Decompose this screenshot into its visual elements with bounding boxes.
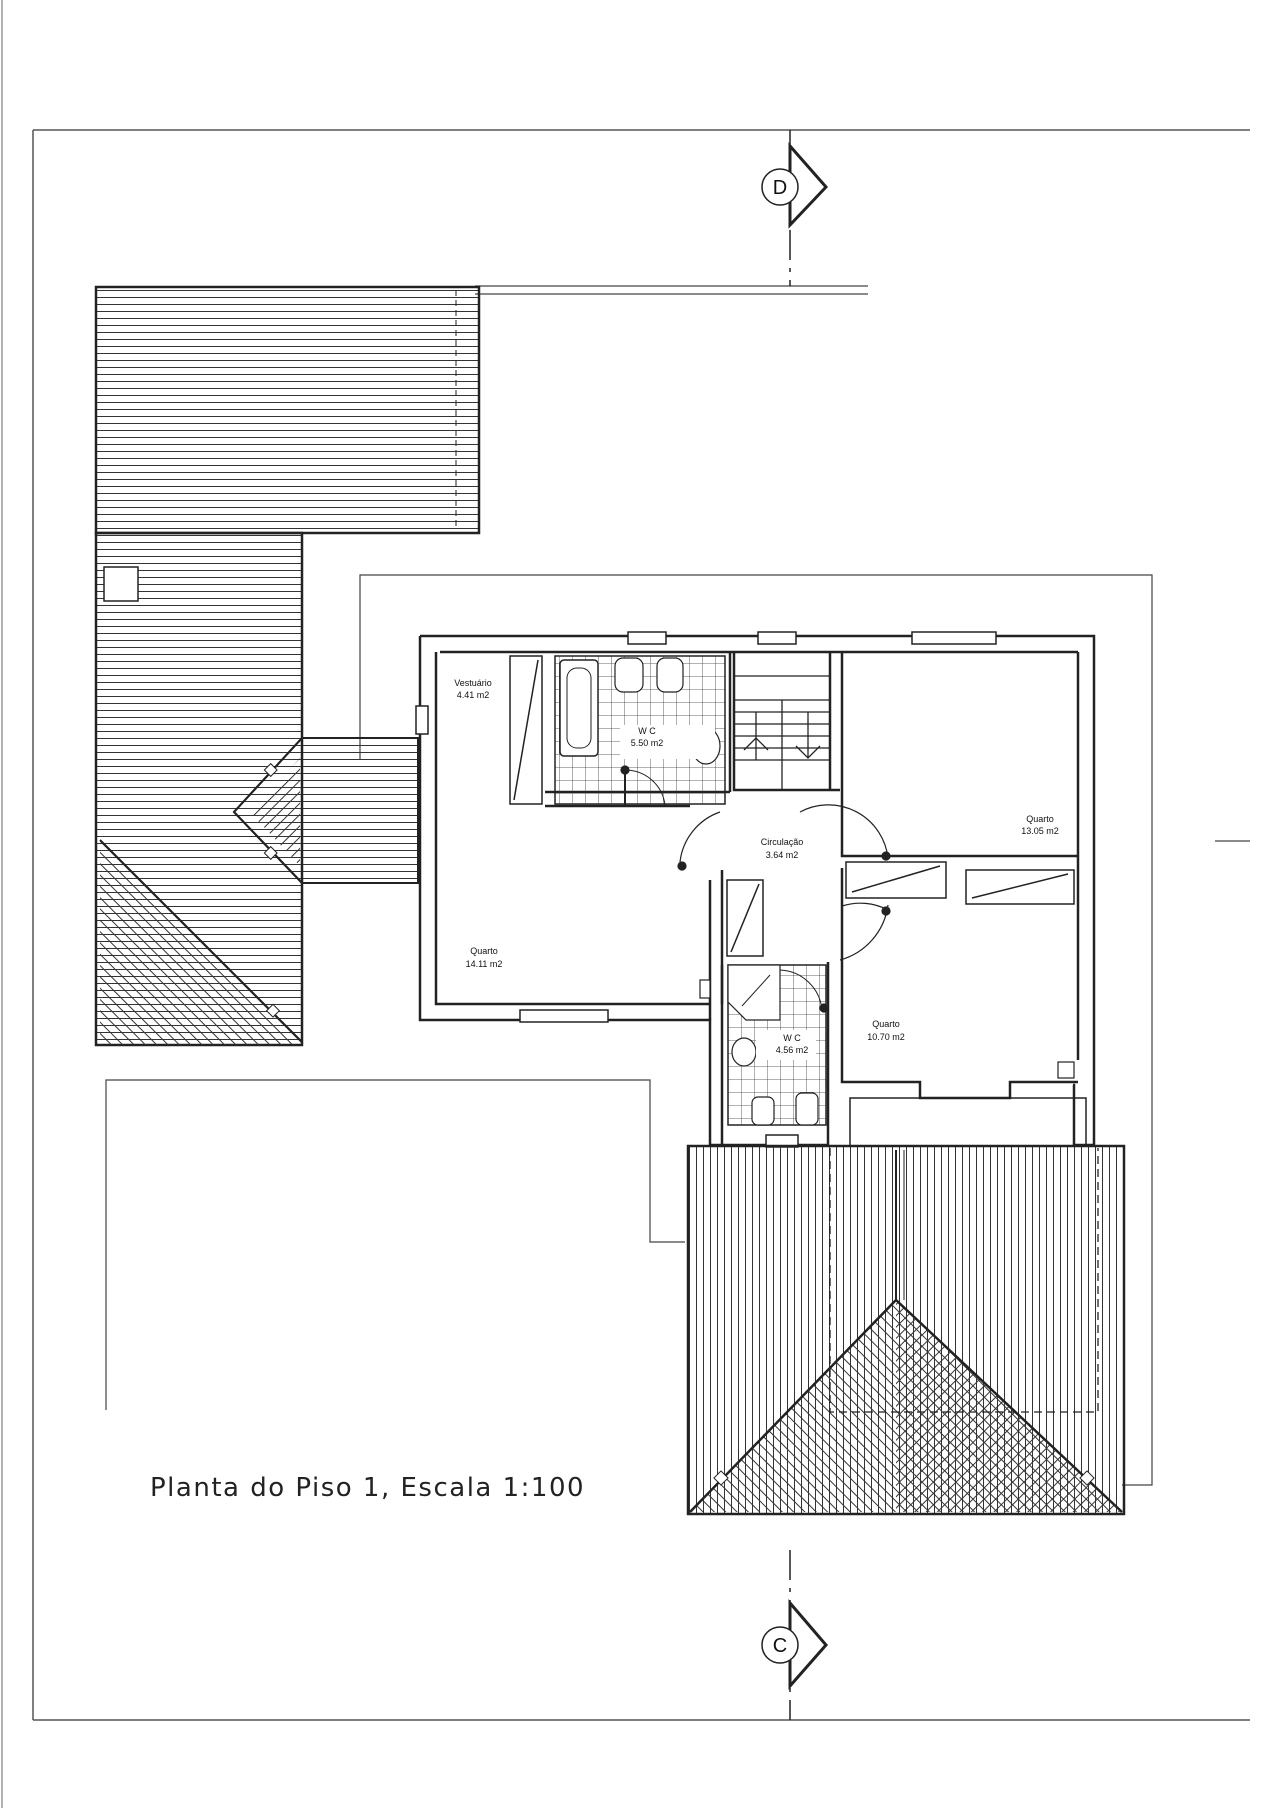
room-area-wc2: 4.56 m2 xyxy=(776,1045,809,1055)
vestuario-wardrobe xyxy=(509,655,543,805)
drawing-title: Planta do Piso 1, Escala 1:100 xyxy=(150,1473,585,1503)
section-marker-bottom-label: C xyxy=(773,1635,787,1657)
windows xyxy=(415,631,997,1148)
section-marker-top-label: D xyxy=(773,177,787,199)
room-name-wc1: W C xyxy=(638,726,656,736)
wardrobes-east xyxy=(726,861,1075,957)
room-area-circulacao: 3.64 m2 xyxy=(766,850,799,860)
roof-south-hip xyxy=(686,1144,1126,1516)
roof-left-block xyxy=(94,285,481,1047)
room-name-vestuario: Vestuário xyxy=(454,678,492,688)
room-name-wc2: W C xyxy=(783,1033,801,1043)
site-outline xyxy=(105,285,1250,1486)
section-marker-bottom xyxy=(761,1550,828,1720)
small-fixtures xyxy=(699,979,1075,1079)
section-marker-top xyxy=(761,130,829,286)
wc2-fixtures xyxy=(727,964,827,1126)
chimney xyxy=(103,566,139,602)
room-area-wc1: 5.50 m2 xyxy=(631,738,664,748)
sheet-frame xyxy=(32,129,1250,1721)
room-area-vestuario: 4.41 m2 xyxy=(457,690,490,700)
room-area-quarto-ne: 13.05 m2 xyxy=(1021,826,1059,836)
room-area-quarto-w: 14.11 m2 xyxy=(466,959,503,969)
room-name-quarto-se: Quarto xyxy=(872,1019,900,1029)
staircase xyxy=(734,675,830,790)
roof-connector-gable xyxy=(232,737,419,884)
wc1-fixtures xyxy=(554,655,726,806)
room-name-quarto-ne: Quarto xyxy=(1026,814,1054,824)
room-name-circulacao: Circulação xyxy=(761,837,804,847)
room-name-quarto-w: Quarto xyxy=(470,946,498,956)
balcony-ledge xyxy=(849,1097,1087,1147)
room-area-quarto-se: 10.70 m2 xyxy=(867,1032,905,1042)
